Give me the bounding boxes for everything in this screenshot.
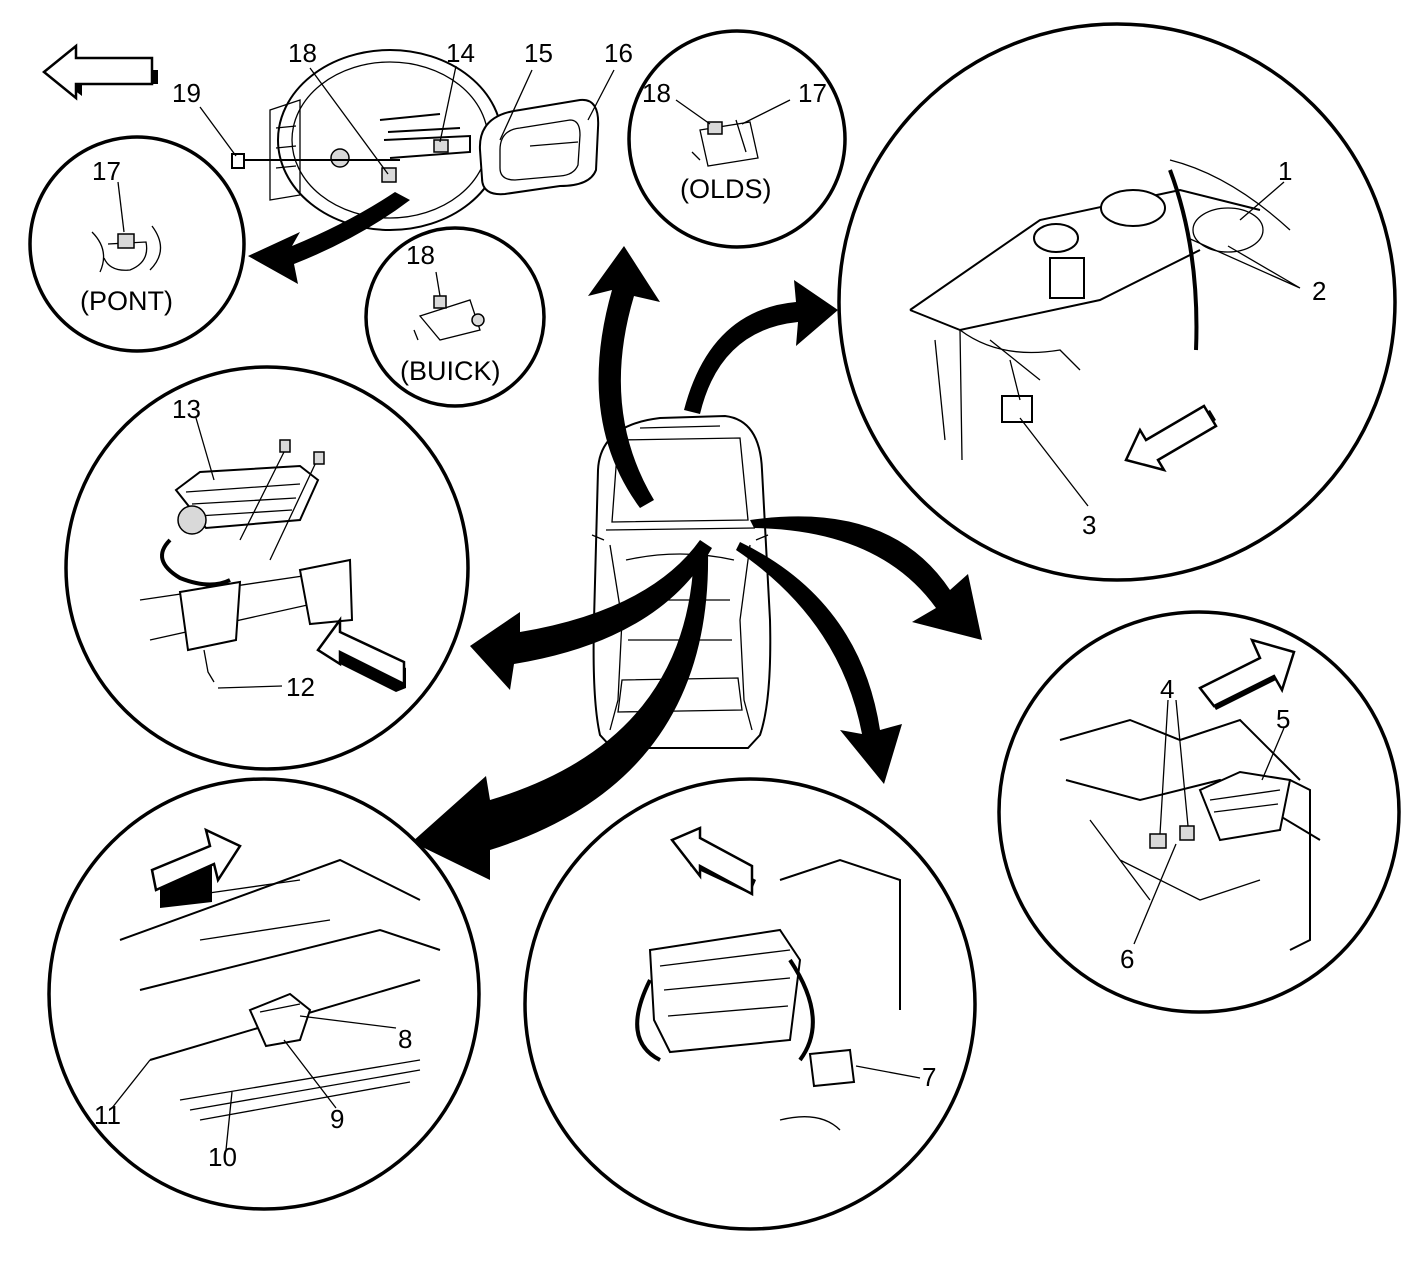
callout-6: 6 [1120, 944, 1134, 974]
callout-labels: 1 2 3 4 5 6 7 8 9 10 11 12 13 14 15 16 1… [92, 38, 1326, 1172]
callout-17-pont: 17 [92, 156, 121, 186]
buick-detail-circle [364, 226, 546, 408]
pointer-arrow-olds [588, 246, 660, 508]
steering-wheel-assembly [231, 49, 600, 231]
passenger-airbag-circle [64, 365, 470, 771]
pointer-arrow-side-right [750, 516, 982, 640]
olds-detail-circle [627, 29, 847, 249]
callout-9: 9 [330, 1104, 344, 1134]
callout-8: 8 [398, 1024, 412, 1054]
callout-13: 13 [172, 394, 201, 424]
pointer-arrows [248, 192, 982, 880]
pont-detail-circle [28, 135, 246, 353]
callout-14: 14 [446, 38, 475, 68]
callout-7: 7 [922, 1062, 936, 1092]
pointer-arrow-left [470, 540, 712, 690]
caption-buick: (BUICK) [400, 356, 501, 386]
side-module-circle [997, 610, 1401, 1014]
pointer-arrow-pont [248, 192, 410, 284]
callout-17-olds: 17 [798, 78, 827, 108]
callout-5: 5 [1276, 704, 1290, 734]
callout-19: 19 [172, 78, 201, 108]
engine-compartment-circle [837, 22, 1397, 582]
callout-18-wheel: 18 [288, 38, 317, 68]
callout-18-olds: 18 [642, 78, 671, 108]
callout-18-buick: 18 [406, 240, 435, 270]
callout-1: 1 [1278, 156, 1292, 186]
callout-12: 12 [286, 672, 315, 702]
pointer-arrow-lower-center [736, 542, 902, 784]
front-direction-arrow-icon [42, 43, 158, 101]
pointer-arrow-engine [684, 280, 838, 414]
caption-pont: (PONT) [80, 286, 173, 316]
callout-10: 10 [208, 1142, 237, 1172]
sensing-module-circle [47, 777, 481, 1211]
callout-11: 11 [94, 1100, 121, 1130]
callout-3: 3 [1082, 510, 1096, 540]
callout-4: 4 [1160, 674, 1174, 704]
caption-olds: (OLDS) [680, 174, 772, 204]
variant-captions: (PONT) (BUICK) (OLDS) [80, 174, 772, 386]
callout-16: 16 [604, 38, 633, 68]
pointer-arrow-lower-left [412, 550, 709, 880]
knee-panel-circle [523, 777, 977, 1231]
callout-15: 15 [524, 38, 553, 68]
callout-2: 2 [1312, 276, 1326, 306]
